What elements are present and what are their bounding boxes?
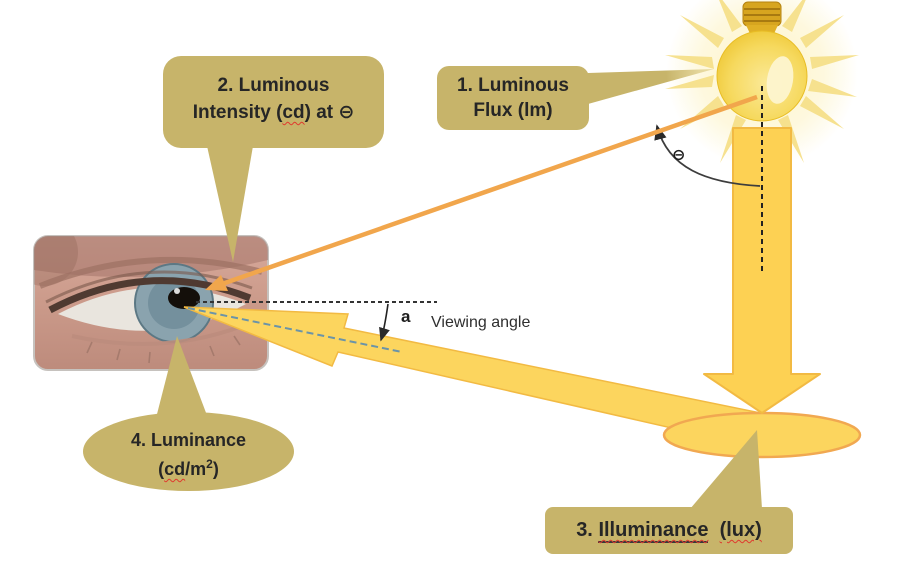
luminance-l2-a: (	[158, 459, 165, 479]
illuminance-gap	[708, 519, 719, 541]
luminance-unit-cd: cd	[164, 459, 186, 479]
illuminance-callout-tail	[690, 430, 762, 509]
luminance-l2-b: /m	[185, 459, 207, 479]
bulb-reflection	[766, 56, 794, 104]
theta-symbol-label: ⊖	[672, 145, 686, 164]
pupil	[168, 287, 200, 309]
light-bulb	[716, 1, 808, 122]
eye-photo	[33, 235, 269, 371]
luminance-line1: 4. Luminance	[130, 430, 247, 450]
eyelid-crease	[38, 256, 263, 289]
flux-line2: Flux (lm)	[473, 100, 553, 121]
callout-luminous-flux: 1. Luminous Flux (lm)	[437, 66, 589, 130]
brow-corner-shadow	[34, 236, 78, 286]
luminance-l2-c: )	[212, 459, 219, 479]
illuminance-prefix: 3.	[576, 519, 599, 541]
angle-a-label: a	[401, 307, 411, 326]
illuminance-word: Illuminance	[598, 519, 709, 543]
viewing-angle-arrow	[379, 303, 390, 342]
luminance-superscript: 2	[206, 457, 213, 471]
illuminated-surface-ellipse	[662, 411, 862, 459]
callout-luminous-intensity: 2. Luminous Intensity (cd) at ⊖	[163, 56, 384, 148]
intensity-l2-a: Intensity (	[192, 102, 283, 123]
line-of-sight-dashed-line	[187, 307, 403, 353]
intensity-line2: Intensity (cd) at ⊖	[163, 99, 384, 126]
light-ray-arrowhead	[205, 275, 228, 291]
luminance-line2: (cd/m2)	[83, 452, 294, 481]
intensity-line1: 2. Luminous	[217, 75, 330, 96]
callout-luminance: 4. Luminance (cd/m2)	[83, 412, 294, 491]
intensity-unit-cd: cd	[282, 102, 305, 123]
luminance-callout-tail	[156, 336, 208, 418]
callout-illuminance: 3. Illuminance (lux)	[545, 507, 793, 554]
intensity-theta-symbol: ⊖	[338, 101, 355, 123]
eye-highlight	[174, 288, 180, 294]
lower-lid-line	[71, 324, 243, 346]
screw-ridges	[744, 8, 780, 22]
illuminance-unit: (lux)	[719, 519, 762, 541]
intensity-l2-b: ) at	[304, 102, 339, 123]
viewing-angle-label: Viewing angle	[431, 314, 531, 331]
intensity-callout-tail	[207, 146, 253, 262]
flux-line1: 1. Luminous	[457, 75, 569, 96]
light-ray-to-eye	[221, 94, 758, 287]
theta-angle-arc	[654, 124, 761, 187]
